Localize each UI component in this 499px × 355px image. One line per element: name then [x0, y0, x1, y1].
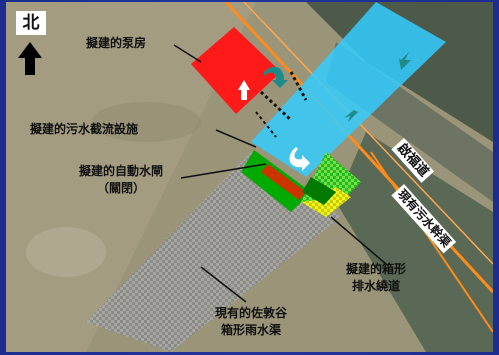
label-existing-channel: 現有的佐敦谷 箱形雨水渠: [206, 305, 296, 339]
label-auto-gate: 擬建的自動水閘 （關閉）: [61, 163, 181, 197]
label-sewage-interception: 擬建的污水截流設施: [30, 122, 139, 136]
flow-arrow-icon: [238, 80, 250, 100]
flow-arrow-icon: [264, 66, 288, 88]
connection-dotted: [255, 111, 277, 138]
culvert-inner: [302, 177, 336, 205]
leader-line-culvert: [330, 216, 387, 265]
leader-line-sewage: [215, 129, 257, 148]
road-boundary-line: [243, 2, 493, 265]
leader-line-gate: [180, 163, 267, 179]
label-box-culvert-line1: 擬建的箱形: [345, 262, 406, 276]
bare-patch: [26, 227, 106, 277]
gate-bar: [261, 164, 306, 200]
connection-dotted: [259, 90, 293, 122]
existing-stormwater-channel: [86, 152, 341, 352]
cyan-channel: [251, 2, 446, 177]
label-box-culvert-line2: 排水繞道: [351, 279, 400, 293]
label-box-culvert: 擬建的箱形 排水繞道: [336, 261, 416, 295]
flow-arrow-icon: [289, 147, 310, 171]
label-existing-channel-line2: 箱形雨水渠: [220, 323, 281, 337]
vegetation-patch: [336, 132, 493, 352]
label-auto-gate-line2: （關閉）: [96, 181, 145, 195]
label-pump-house: 擬建的泵房: [86, 36, 147, 50]
connection-dotted: [289, 71, 308, 101]
north-label: 北: [16, 11, 46, 35]
north-arrow-icon: [18, 42, 42, 75]
sewer-boundary-line: [370, 151, 493, 333]
site-plan-map: 北 擬建的泵房 擬建的污水截流設施 擬建的自動水閘 （關閉） 擬建的箱形 排水繞…: [6, 2, 493, 352]
label-existing-channel-line1: 現有的佐敦谷: [214, 306, 287, 320]
map-canvas: [6, 2, 493, 352]
leader-line-pump: [173, 44, 202, 63]
bare-patch: [91, 102, 201, 142]
flow-arrow-icon: [399, 52, 411, 70]
leader-line-channel: [200, 266, 247, 303]
pump-house-block: [191, 27, 281, 114]
flow-arrow-icon: [344, 110, 358, 122]
label-auto-gate-line1: 擬建的自動水閘: [78, 164, 163, 178]
